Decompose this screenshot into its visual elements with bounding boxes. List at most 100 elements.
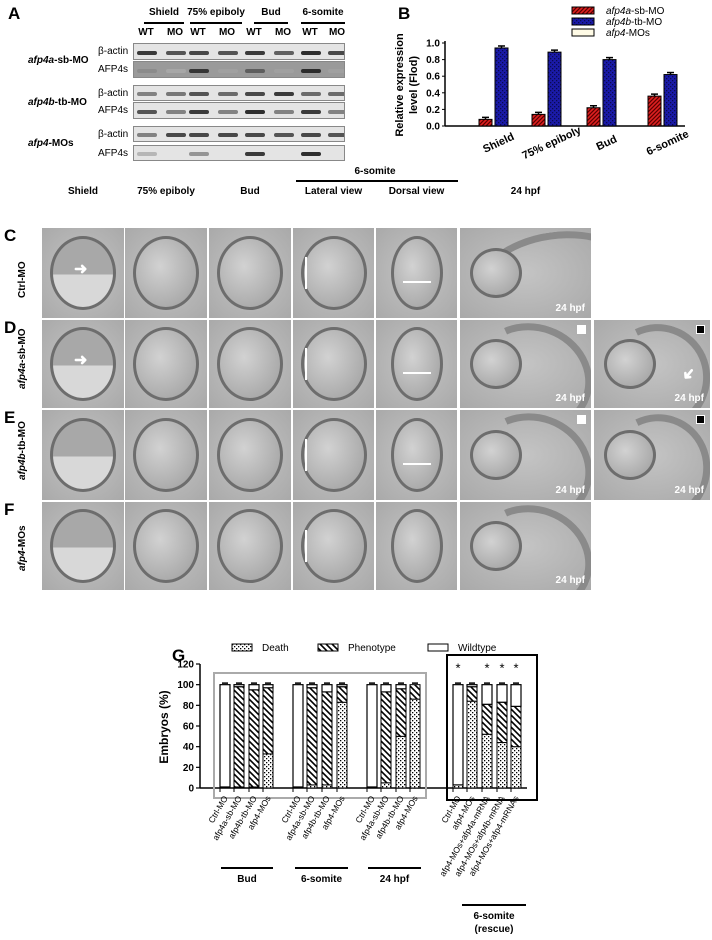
group-label-line: Bud xyxy=(237,874,256,885)
timepoint-label: 24 hpf xyxy=(555,575,585,586)
bar-death xyxy=(510,746,522,789)
panel-label-c: C xyxy=(4,226,17,245)
embryo xyxy=(133,236,199,310)
scale-bar xyxy=(305,439,307,471)
embryo xyxy=(217,327,283,401)
bar-phenotype xyxy=(510,705,522,748)
lane-label: MO xyxy=(166,27,184,38)
embryo xyxy=(300,418,367,492)
bar-wildtype xyxy=(336,684,348,688)
bar-afp4a-sb-MO xyxy=(478,118,493,127)
significance-star: * xyxy=(484,660,489,675)
y-tick-label: 0.0 xyxy=(426,122,440,133)
significance-star: * xyxy=(455,660,460,675)
scale-bar xyxy=(402,372,431,374)
bar-afp4b-tb-MO xyxy=(547,51,562,127)
protein-band xyxy=(218,68,238,73)
y-tick-label: 80 xyxy=(183,701,195,712)
protein-band xyxy=(328,109,344,114)
stage-underline xyxy=(301,22,345,24)
embryo xyxy=(217,236,283,310)
group-label-line: 6-somite xyxy=(473,911,515,922)
bar-death xyxy=(409,698,421,789)
embryo-micrograph xyxy=(209,410,291,500)
embryo xyxy=(50,509,116,583)
protein-band xyxy=(166,109,186,114)
gene-suffix: -tb-MO xyxy=(54,97,87,108)
embryo-micrograph xyxy=(209,228,291,318)
embryo-micrograph xyxy=(125,410,207,500)
blot-stage-label: Bud xyxy=(261,7,281,18)
legend-suffix: -tb-MO xyxy=(631,17,662,28)
column-header: 24 hpf xyxy=(510,186,541,197)
scale-bar xyxy=(402,463,431,465)
embryo-micrograph: ➜ xyxy=(42,320,124,408)
blot-row-label: β-actin xyxy=(98,88,129,99)
white-square-marker xyxy=(577,325,586,334)
column-header: 75% epiboly xyxy=(137,186,195,197)
bar-afp4a-sb-MO xyxy=(531,113,546,127)
y-axis-label-line: Relative expression xyxy=(394,33,406,137)
western-blot-strip xyxy=(133,85,345,101)
y-tick-label: 0.8 xyxy=(426,55,440,66)
embryo-micrograph xyxy=(125,502,207,590)
protein-band xyxy=(189,152,209,156)
timepoint-label: 24 hpf xyxy=(674,485,704,496)
embryo xyxy=(50,418,116,492)
embryo xyxy=(390,418,443,492)
yolk xyxy=(470,521,522,571)
protein-band xyxy=(245,68,265,73)
bar-phenotype xyxy=(466,686,478,702)
row-label: afp4-MOs xyxy=(17,525,28,571)
protein-band xyxy=(218,92,238,96)
bar-wildtype xyxy=(481,684,493,705)
group-box-rescue xyxy=(446,654,538,801)
bar-death xyxy=(481,733,493,789)
embryo-micrograph: 24 hpf xyxy=(460,320,591,408)
protein-band xyxy=(301,152,321,156)
embryo-micrograph xyxy=(376,410,457,500)
bar-wildtype xyxy=(452,684,464,786)
gene-suffix: -sb-MO xyxy=(17,328,28,363)
embryo xyxy=(50,327,116,401)
bar-wildtype xyxy=(380,684,392,693)
stage-underline xyxy=(254,22,288,24)
legend-label: afp4-MOs xyxy=(606,28,650,39)
protein-band xyxy=(245,92,265,96)
x-tick-label: 75% epiboly xyxy=(520,124,583,162)
gene-name: afp4a xyxy=(28,55,55,66)
protein-band xyxy=(245,152,265,156)
protein-band xyxy=(218,133,238,137)
significance-star: * xyxy=(499,660,504,675)
protein-band xyxy=(328,133,344,137)
bar-wildtype xyxy=(219,684,231,788)
group-label: 6-somite(rescue) xyxy=(473,911,515,935)
yolk xyxy=(470,430,522,480)
bar-wildtype xyxy=(466,684,478,688)
bar-death xyxy=(466,700,478,789)
blot-row-label: AFP4s xyxy=(98,148,129,159)
legend-gene: afp4 xyxy=(606,28,626,39)
legend-swatch xyxy=(571,28,595,37)
timepoint-label: 24 hpf xyxy=(674,393,704,404)
embryo-micrograph xyxy=(42,410,124,500)
embryo-micrograph xyxy=(125,228,207,318)
column-header: Bud xyxy=(240,186,260,197)
stage-underline xyxy=(144,22,184,24)
protein-band xyxy=(301,92,321,96)
bar-phenotype xyxy=(409,684,421,700)
embryo-micrograph xyxy=(293,228,374,318)
embryo-micrograph xyxy=(293,502,374,590)
western-blot-strip xyxy=(133,102,345,119)
protein-band xyxy=(166,133,186,137)
y-tick-label: 0.6 xyxy=(426,72,440,83)
embryo xyxy=(300,327,367,401)
lane-label: WT xyxy=(302,27,318,38)
scale-bar xyxy=(305,348,307,380)
western-blot-strip xyxy=(133,61,345,78)
group-label: 6-somite xyxy=(301,874,343,885)
bar-afp4b-tb-MO xyxy=(494,47,509,127)
bar-phenotype xyxy=(380,691,392,784)
legend-swatch xyxy=(317,643,339,652)
